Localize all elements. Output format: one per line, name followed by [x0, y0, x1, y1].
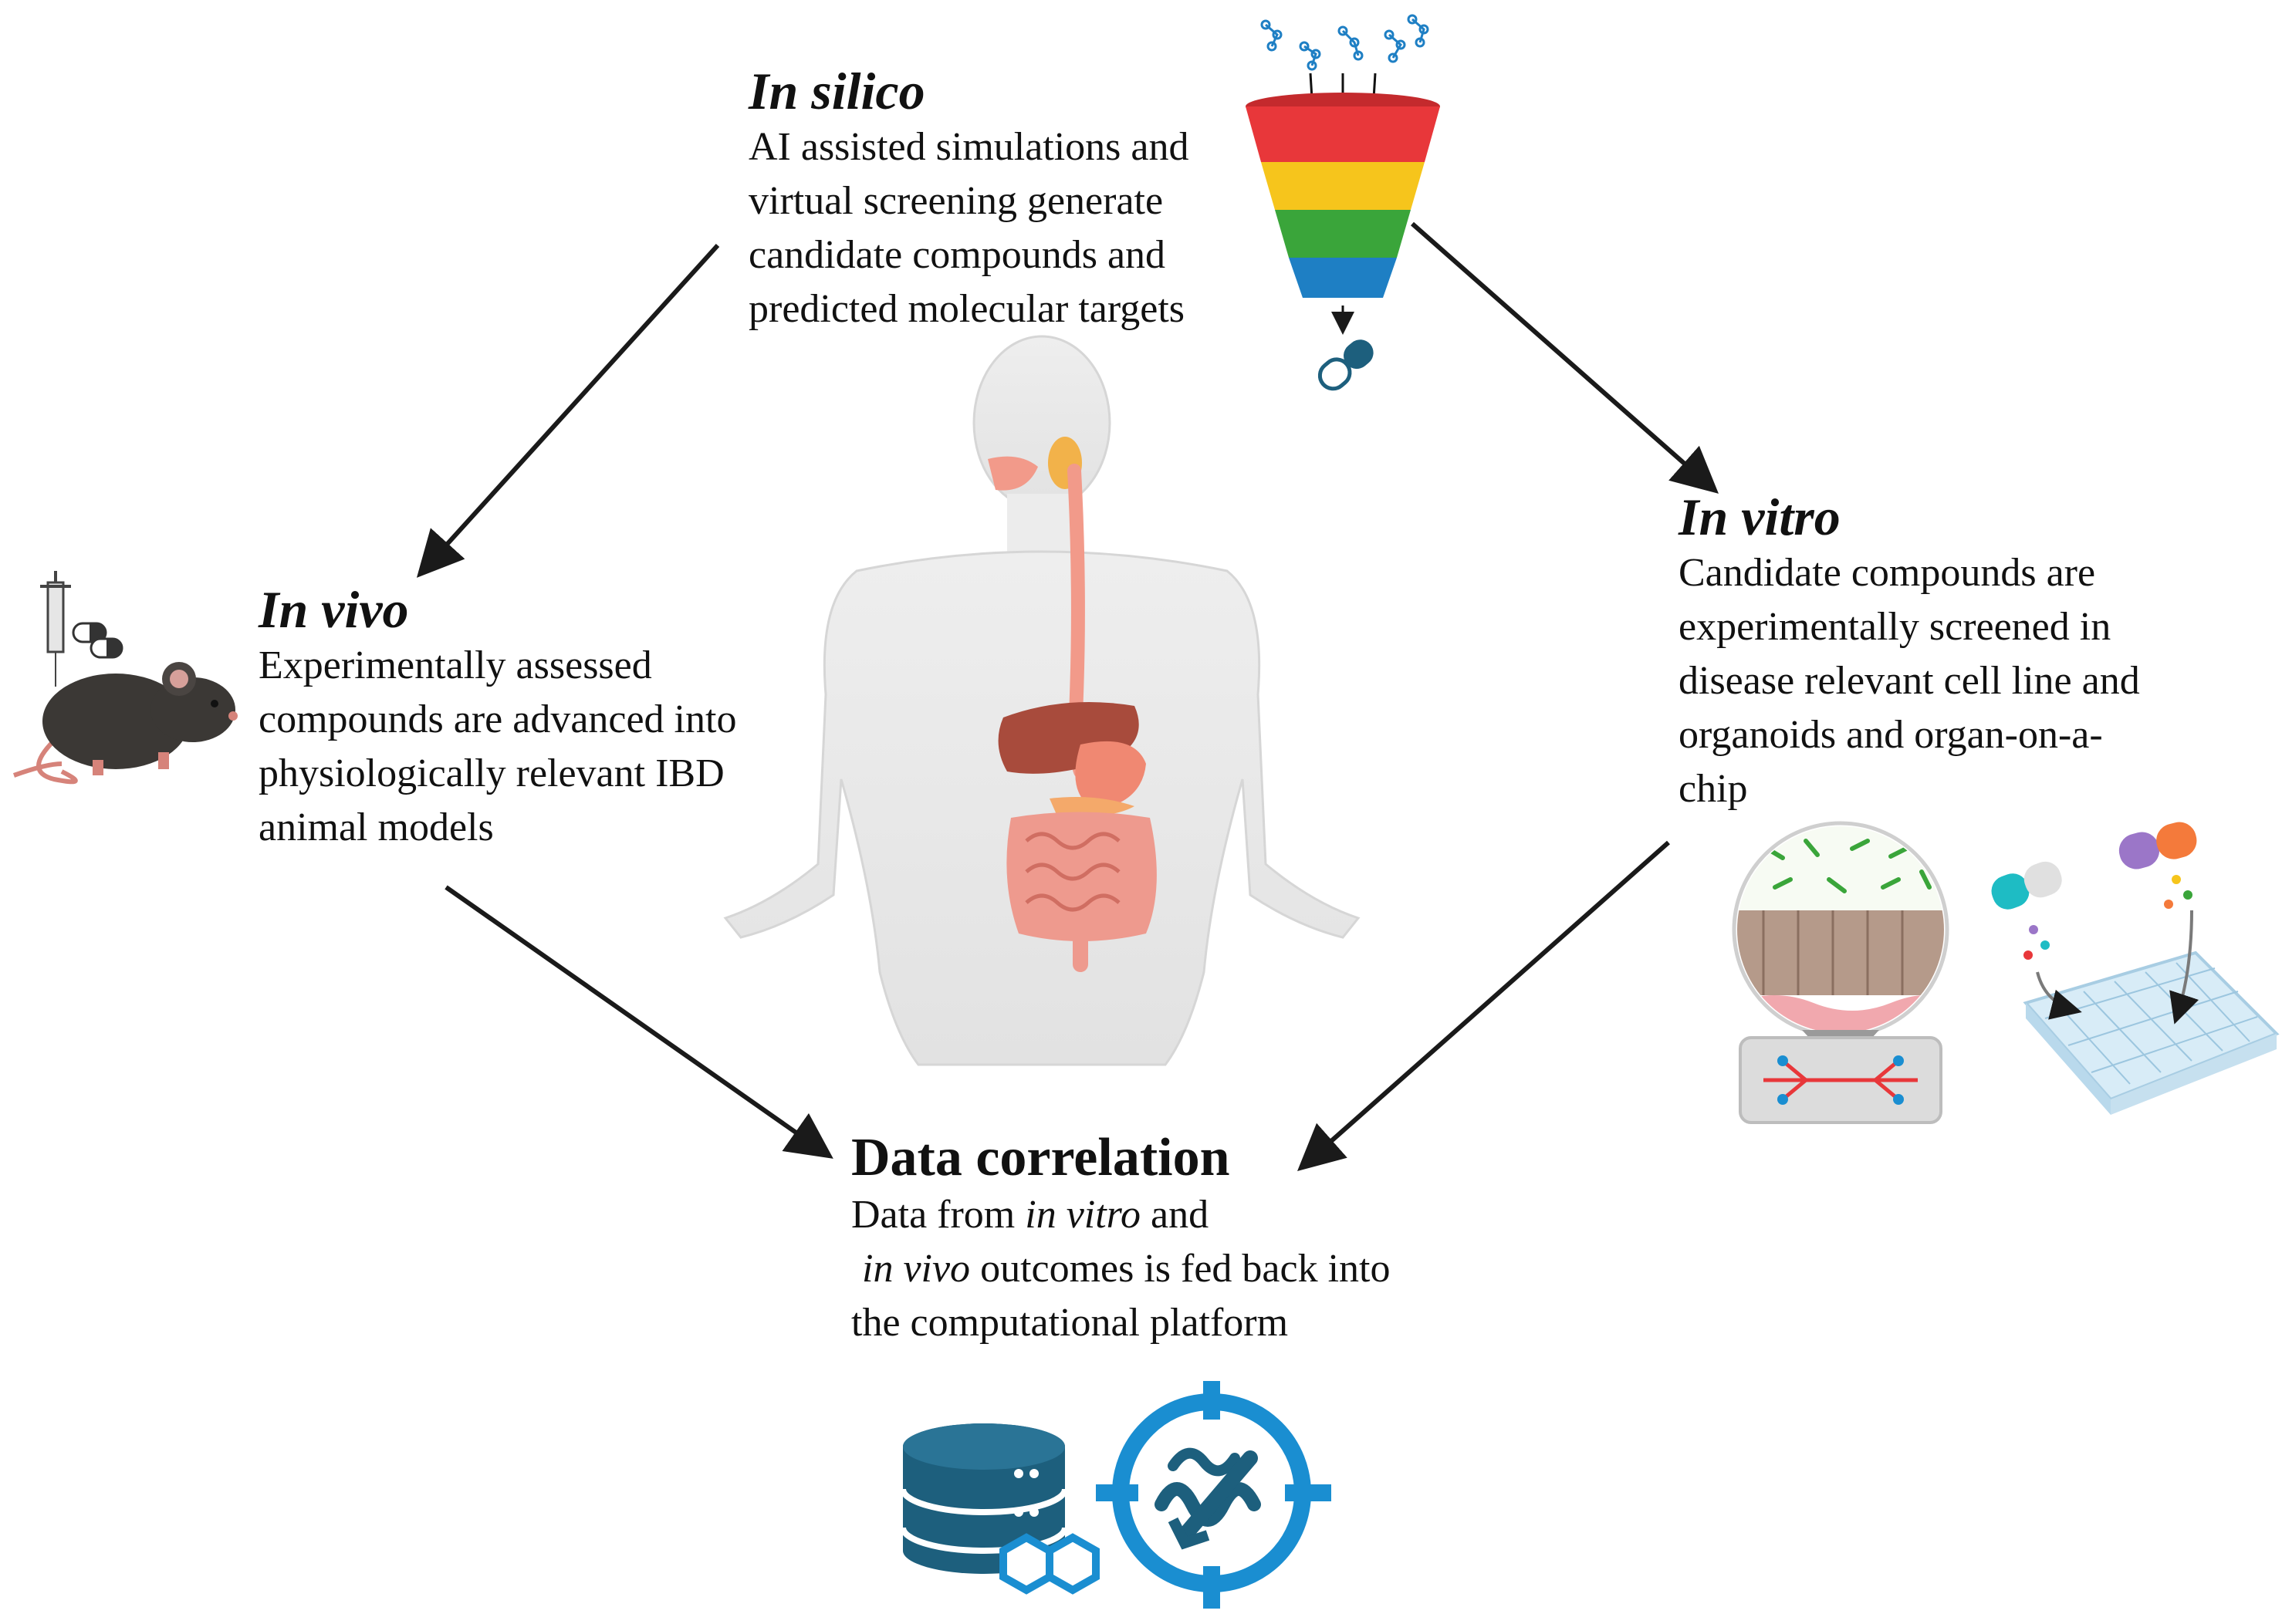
organ-on-chip-icon	[1732, 821, 1949, 1124]
data-correlation-title: Data correlation	[851, 1128, 1230, 1187]
human-body-gi-tract-icon	[723, 335, 1361, 1066]
line1-in-vitro: in vitro	[1025, 1193, 1141, 1237]
in-vitro-line-2: experimentally screened in	[1679, 605, 2111, 649]
data-correlation-line-1: Data from in vitro and	[851, 1188, 1391, 1242]
in-silico-line-4: predicted molecular targets	[749, 287, 1185, 331]
line1-post: and	[1140, 1193, 1209, 1237]
data-correlation-block: Data correlation Data from in vitro and …	[851, 1128, 1391, 1350]
in-vivo-line-4: animal models	[259, 805, 494, 849]
in-vitro-line-5: chip	[1679, 767, 1748, 811]
in-vitro-line-3: disease relevant cell line and	[1679, 659, 2140, 703]
in-vivo-line-2: compounds are advanced into	[259, 697, 737, 741]
in-silico-line-1: AI assisted simulations and	[749, 125, 1189, 169]
line2-post: outcomes is fed back into	[970, 1247, 1391, 1291]
pill-capsules-icon	[1991, 822, 2197, 960]
line1-pre: Data from	[851, 1193, 1026, 1237]
in-silico-line-2: virtual screening generate	[749, 179, 1164, 223]
in-vivo-line-3: physiologically relevant IBD	[259, 751, 725, 795]
syringe-icon	[40, 571, 71, 687]
in-silico-title: In silico	[749, 62, 925, 120]
data-correlation-line-2: in vivo outcomes is fed back into	[851, 1242, 1391, 1296]
in-vitro-line-4: organoids and organ-on-a-	[1679, 713, 2103, 757]
in-silico-block: In silico AI assisted simulations and vi…	[749, 62, 1189, 336]
well-plate-icon	[2023, 910, 2280, 1115]
in-vivo-title: In vivo	[259, 580, 409, 639]
arrow-vivo-to-data	[445, 885, 833, 1159]
arrow-vitro-to-data	[1297, 840, 1670, 1171]
data-correlation-line-3: the computational platform	[851, 1301, 1289, 1345]
in-silico-line-3: candidate compounds and	[749, 233, 1166, 277]
in-vivo-line-1: Experimentally assessed	[259, 643, 652, 687]
mouse-icon	[12, 662, 238, 785]
target-protein-icon	[1096, 1381, 1331, 1609]
line2-in-vivo: in vivo	[862, 1247, 971, 1291]
in-vivo-block: In vivo Experimentally assessed compound…	[259, 580, 736, 855]
in-vitro-block: In vitro Candidate compounds are experim…	[1679, 488, 2140, 816]
pills-icon	[72, 622, 123, 659]
in-vitro-title: In vitro	[1679, 488, 1841, 546]
in-vitro-line-1: Candidate compounds are	[1679, 551, 2096, 595]
database-icon	[900, 1423, 1100, 1595]
arrow-silico-to-vitro	[1411, 221, 1719, 494]
molecules-icon	[1260, 14, 1429, 71]
funnel-icon	[1246, 93, 1440, 298]
arrow-silico-to-vivo	[416, 243, 720, 578]
capsule-icon	[1317, 339, 1374, 391]
